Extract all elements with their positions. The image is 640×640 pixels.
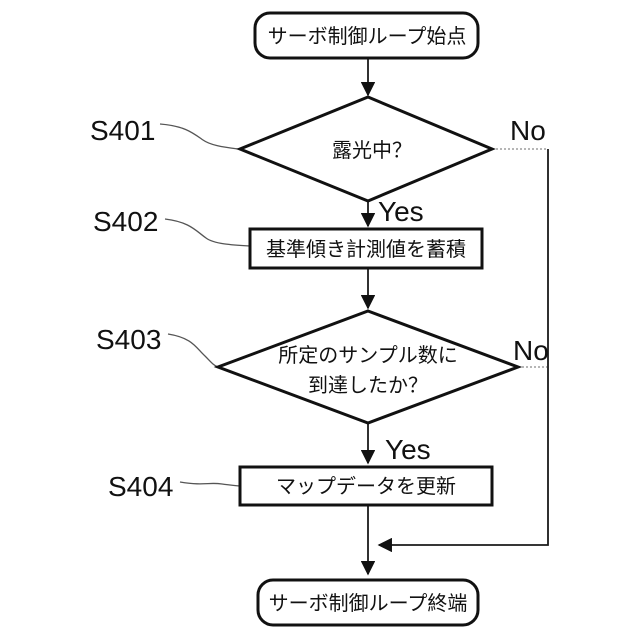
step-label-s401: S401	[90, 115, 155, 146]
branch-label-no1: No	[510, 115, 546, 146]
decision-exposure-shape	[236, 95, 496, 203]
step-label-s403: S403	[96, 324, 161, 355]
branch-label-no2: No	[513, 335, 549, 366]
step-label-s402: S402	[93, 206, 158, 237]
process-accumulate-label: 基準傾き計測値を蓄積	[266, 238, 466, 261]
end-terminal-label: サーボ制御ループ終端	[269, 592, 468, 615]
decision-samples-label-line2: 到達したか？	[308, 374, 428, 397]
process-accumulate-shape	[248, 227, 484, 270]
decision-samples-label-line1: 所定のサンプル数に	[278, 344, 457, 367]
step-label-s404: S404	[108, 471, 173, 502]
start-terminal-label: サーボ制御ループ始点	[268, 25, 467, 48]
end-terminal-shape	[256, 578, 480, 627]
process-update-map-shape	[238, 465, 494, 507]
branch-label-yes2: Yes	[385, 434, 431, 465]
leader-s404	[179, 481, 241, 487]
start-terminal-shape	[253, 11, 480, 60]
leader-s403	[167, 333, 219, 368]
decision-samples-shape	[213, 309, 523, 425]
process-update-map-label: マップデータを更新	[276, 475, 456, 498]
branch-label-yes1: Yes	[378, 196, 424, 227]
leader-s402	[164, 218, 251, 247]
leader-s401	[159, 123, 239, 150]
edge-no-branch-merge	[377, 149, 549, 553]
decision-exposure-label: 露光中？	[332, 139, 412, 162]
